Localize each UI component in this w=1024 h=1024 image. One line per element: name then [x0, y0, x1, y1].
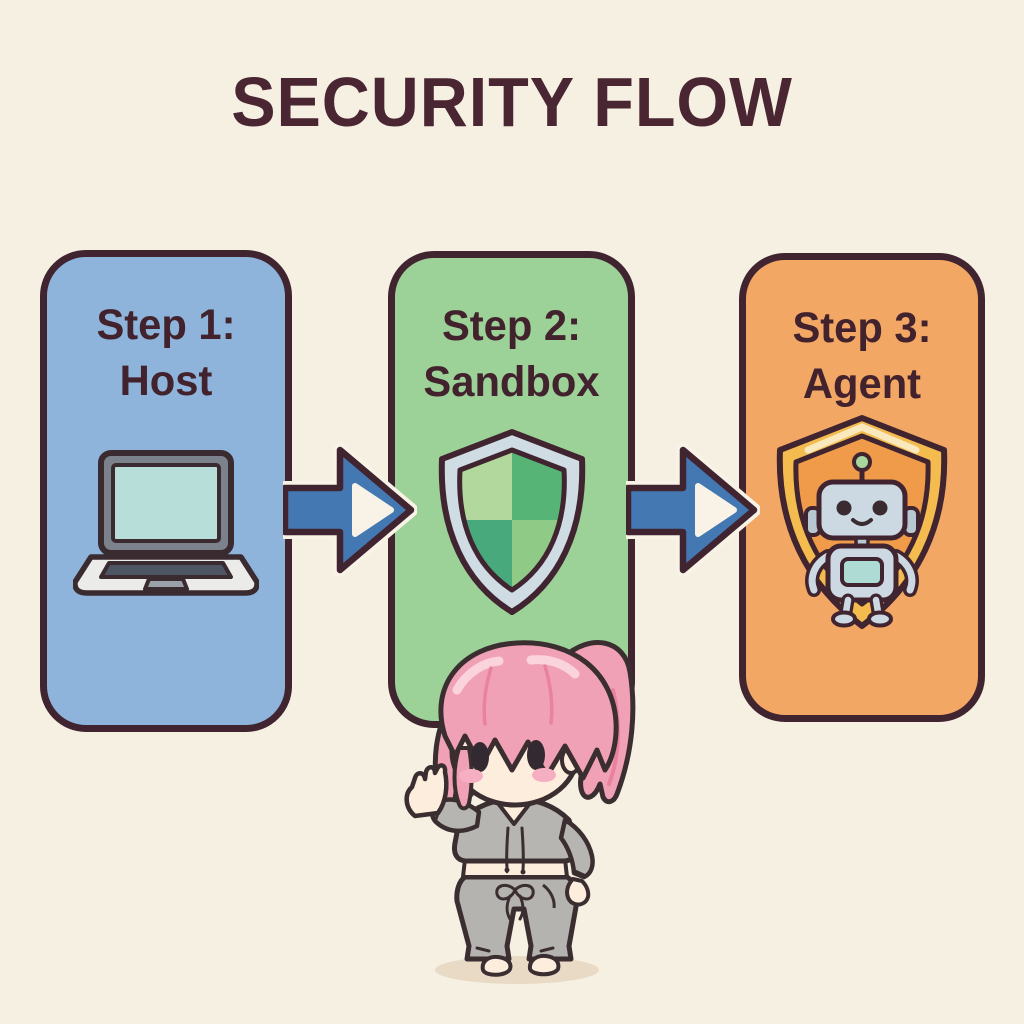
step-label-host: Step 1: Host	[51, 297, 282, 409]
step-label-line1: Step 2:	[441, 302, 582, 350]
step-label-agent: Step 3: Agent	[749, 300, 974, 412]
robot-shield-icon	[746, 412, 978, 634]
mascot-shadow	[435, 956, 599, 984]
step-label-line2: Sandbox	[423, 358, 600, 406]
arrow-sandbox-to-agent-icon	[626, 443, 760, 577]
step-label-line1: Step 3:	[792, 304, 932, 352]
step-label-sandbox: Step 2: Sandbox	[398, 298, 624, 410]
step-label-line1: Step 1:	[96, 301, 236, 349]
arrow-host-to-sandbox-icon	[283, 443, 417, 577]
step-label-line2: Host	[119, 357, 213, 405]
step-box-sandbox: Step 2: Sandbox	[388, 251, 635, 728]
step-box-agent: Step 3: Agent	[739, 253, 985, 722]
step-label-line2: Agent	[802, 360, 922, 408]
page-title: SECURITY FLOW	[231, 63, 793, 141]
chibi-girl-mascot	[404, 640, 636, 984]
shield-icon	[395, 426, 628, 618]
laptop-icon	[47, 449, 285, 609]
step-box-host: Step 1: Host	[40, 250, 292, 732]
